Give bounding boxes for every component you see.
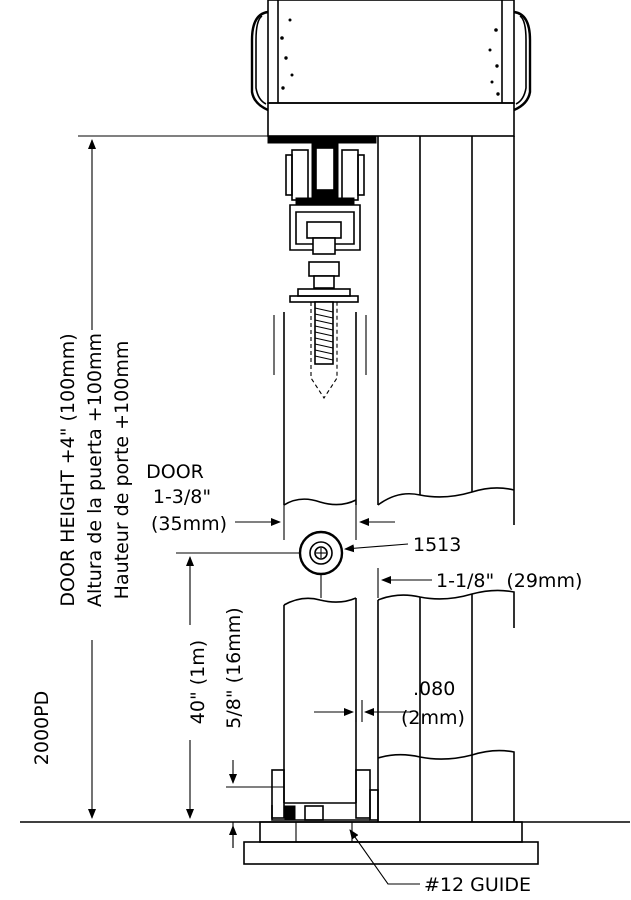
- dim-080-mm-label: (2mm): [401, 707, 465, 729]
- dim-door-height: [78, 135, 268, 819]
- door-height-label-en: DOOR HEIGHT +4" (100mm): [57, 333, 79, 606]
- header-wall: [250, 0, 532, 137]
- floor-base: [20, 821, 630, 865]
- door-height-label-es: Altura de la puerta +100mm: [84, 333, 106, 607]
- guide-wheel-1513: [298, 530, 344, 576]
- dim-080-label: .080: [413, 678, 455, 700]
- part-1513-label: 1513: [413, 534, 461, 556]
- dim-40-inch: [176, 552, 300, 819]
- dim-1-1-8-inch: [320, 568, 432, 598]
- door-lower: [271, 597, 371, 821]
- door-word-label: DOOR: [146, 461, 204, 483]
- dim-door-thickness: [235, 505, 395, 540]
- fixed-panel-lower: [369, 589, 515, 822]
- wall-stipple: [280, 18, 500, 96]
- leader-1513: [344, 543, 409, 553]
- door-upper: [273, 312, 367, 506]
- door-thickness-mm-label: (35mm): [151, 513, 227, 535]
- model-label: 2000PD: [31, 691, 53, 765]
- gap-1-1-8-label: 1-1/8" (29mm): [436, 570, 582, 592]
- bolt-threads: [314, 307, 334, 361]
- door-height-label-fr: Hauteur de porte +100mm: [111, 341, 133, 600]
- leader-guide: [349, 829, 420, 885]
- dim-080: [314, 700, 410, 722]
- height-40-label: 40" (1m): [187, 640, 209, 724]
- dim-5-8-label: 5/8" (16mm): [223, 607, 245, 728]
- door-thickness-in-label: 1-3/8": [153, 486, 211, 508]
- guide-label: #12 GUIDE: [424, 874, 531, 896]
- fixed-panel-upper: [377, 136, 515, 525]
- track-hanger: [267, 135, 377, 400]
- dim-5-8-inch: [226, 760, 284, 848]
